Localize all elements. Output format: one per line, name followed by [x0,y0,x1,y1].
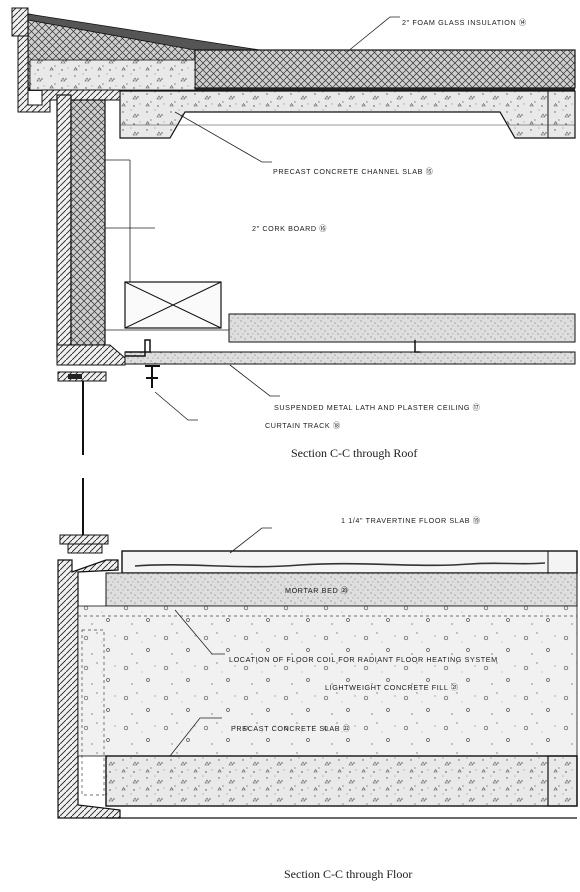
leader-foam-glass [346,16,400,53]
window-sill [59,534,109,545]
leader-plaster-ceiling [229,364,280,397]
fascia-gutter [17,35,121,113]
leader-channel-slab [174,111,272,163]
precast-concrete-slab [105,755,578,807]
slab-top-line [28,88,575,91]
leader-precast-slab [169,717,222,757]
lightweight-concrete-fill [77,605,578,757]
roof-edge-concrete [29,59,196,91]
label-lightweight-fill: LIGHTWEIGHT CONCRETE FILL ㉑ [325,683,459,692]
floor-section: 1 1/4" TRAVERTINE FLOOR SLAB ⑲ MORTAR BE… [57,516,578,881]
label-plaster-ceiling: SUSPENDED METAL LATH AND PLASTER CEILING… [274,403,480,412]
label-travertine: 1 1/4" TRAVERTINE FLOOR SLAB ⑲ [341,516,481,525]
caption-roof: Section C-C through Roof [291,446,417,460]
label-floor-coil: LOCATION OF FLOOR COIL FOR RADIANT FLOOR… [229,655,498,664]
travertine-floor-slab [121,550,578,574]
channel-slab-joint [547,90,576,139]
leader-floor-coil [174,609,225,655]
exterior-wall-column [56,94,72,358]
label-mortar-bed: MORTAR BED ⑳ [285,586,349,595]
plaster-ceiling [124,351,576,365]
label-foam-glass: 2" FOAM GLASS INSULATION ⑭ [402,18,527,27]
leader-curtain-track [154,391,198,421]
precast-channel-slab [119,90,576,139]
wall-base [56,344,126,366]
curtain-track [145,365,160,388]
mortar-bed [105,572,578,607]
label-precast-slab: PRECAST CONCRETE SLAB ㉒ [231,724,351,733]
roof-flashing [11,7,29,37]
cork-board [70,99,106,346]
caption-floor: Section C-C through Floor [284,867,412,881]
ceiling-angle [125,339,151,357]
label-curtain-track: CURTAIN TRACK ⑱ [265,421,341,430]
label-channel-slab: PRECAST CONCRETE CHANNEL SLAB ⑮ [273,167,433,176]
lighting-panel [228,313,576,343]
label-cork-board: 2" CORK BOARD ⑯ [252,224,327,233]
roof-section: 2" FOAM GLASS INSULATION ⑭ PRECAST CONCR… [11,7,576,536]
foam-glass-insulation [194,49,576,89]
leader-travertine [229,527,272,554]
